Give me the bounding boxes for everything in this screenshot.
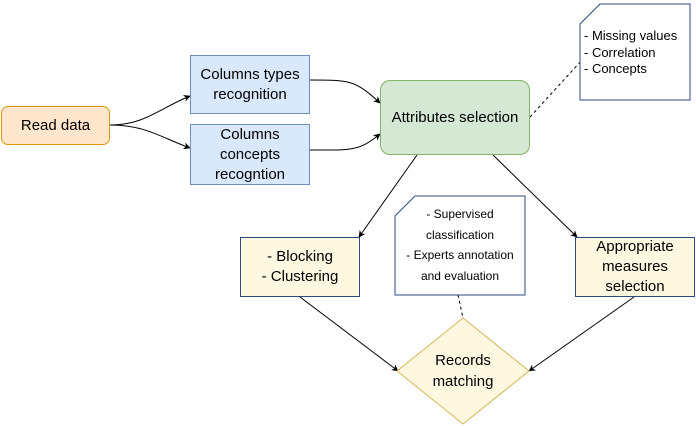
attributes-note-text: - Missing values - Correlation - Concept… — [584, 28, 678, 76]
matching-note: - Supervised classification - Experts an… — [395, 196, 525, 295]
edge-concepts-to-attributes — [309, 133, 381, 151]
edge-attributes-to-blocking — [358, 154, 418, 238]
read-data-label: Read data — [20, 117, 91, 134]
attributes-note: - Missing values - Correlation - Concept… — [580, 24, 690, 100]
appropriate-measures-selection-label: Appropriate measures selection — [596, 238, 674, 295]
attributes-note-shape — [579, 3, 691, 101]
edge-blocking-to-records — [299, 296, 399, 372]
columns-concepts-recognition-label: Columns concepts recogntion — [214, 125, 286, 183]
records-matching-diamond — [396, 317, 530, 425]
columns-types-recognition-label: Columns types recognition — [200, 65, 300, 103]
blocking-clustering-label: - Blocking - Clustering — [261, 248, 339, 285]
edge-attributes-to-measures — [492, 154, 578, 238]
edge-measures-to-records — [528, 296, 635, 372]
columns-concepts-recognition-node: Columns concepts recogntion — [190, 124, 310, 185]
read-data-node: Read data — [1, 106, 110, 145]
matching-note-shape — [394, 195, 526, 296]
dashed-link-attributes-note — [529, 59, 583, 118]
edge-read-to-concepts — [109, 124, 191, 150]
records-matching-node: Records matching — [397, 318, 529, 424]
columns-types-recognition-node: Columns types recognition — [190, 55, 310, 114]
appropriate-measures-selection-node: Appropriate measures selection — [575, 237, 695, 297]
edge-read-to-types — [109, 95, 191, 126]
blocking-clustering-node: - Blocking - Clustering — [240, 237, 360, 297]
edge-types-to-attributes — [309, 79, 381, 104]
dashed-link-matching-note — [457, 294, 464, 319]
attributes-selection-node: Attributes selection — [380, 80, 530, 155]
records-matching-label: Records matching — [432, 352, 494, 390]
attributes-selection-label: Attributes selection — [391, 109, 519, 126]
matching-note-text: - Supervised classification - Experts an… — [406, 207, 514, 283]
